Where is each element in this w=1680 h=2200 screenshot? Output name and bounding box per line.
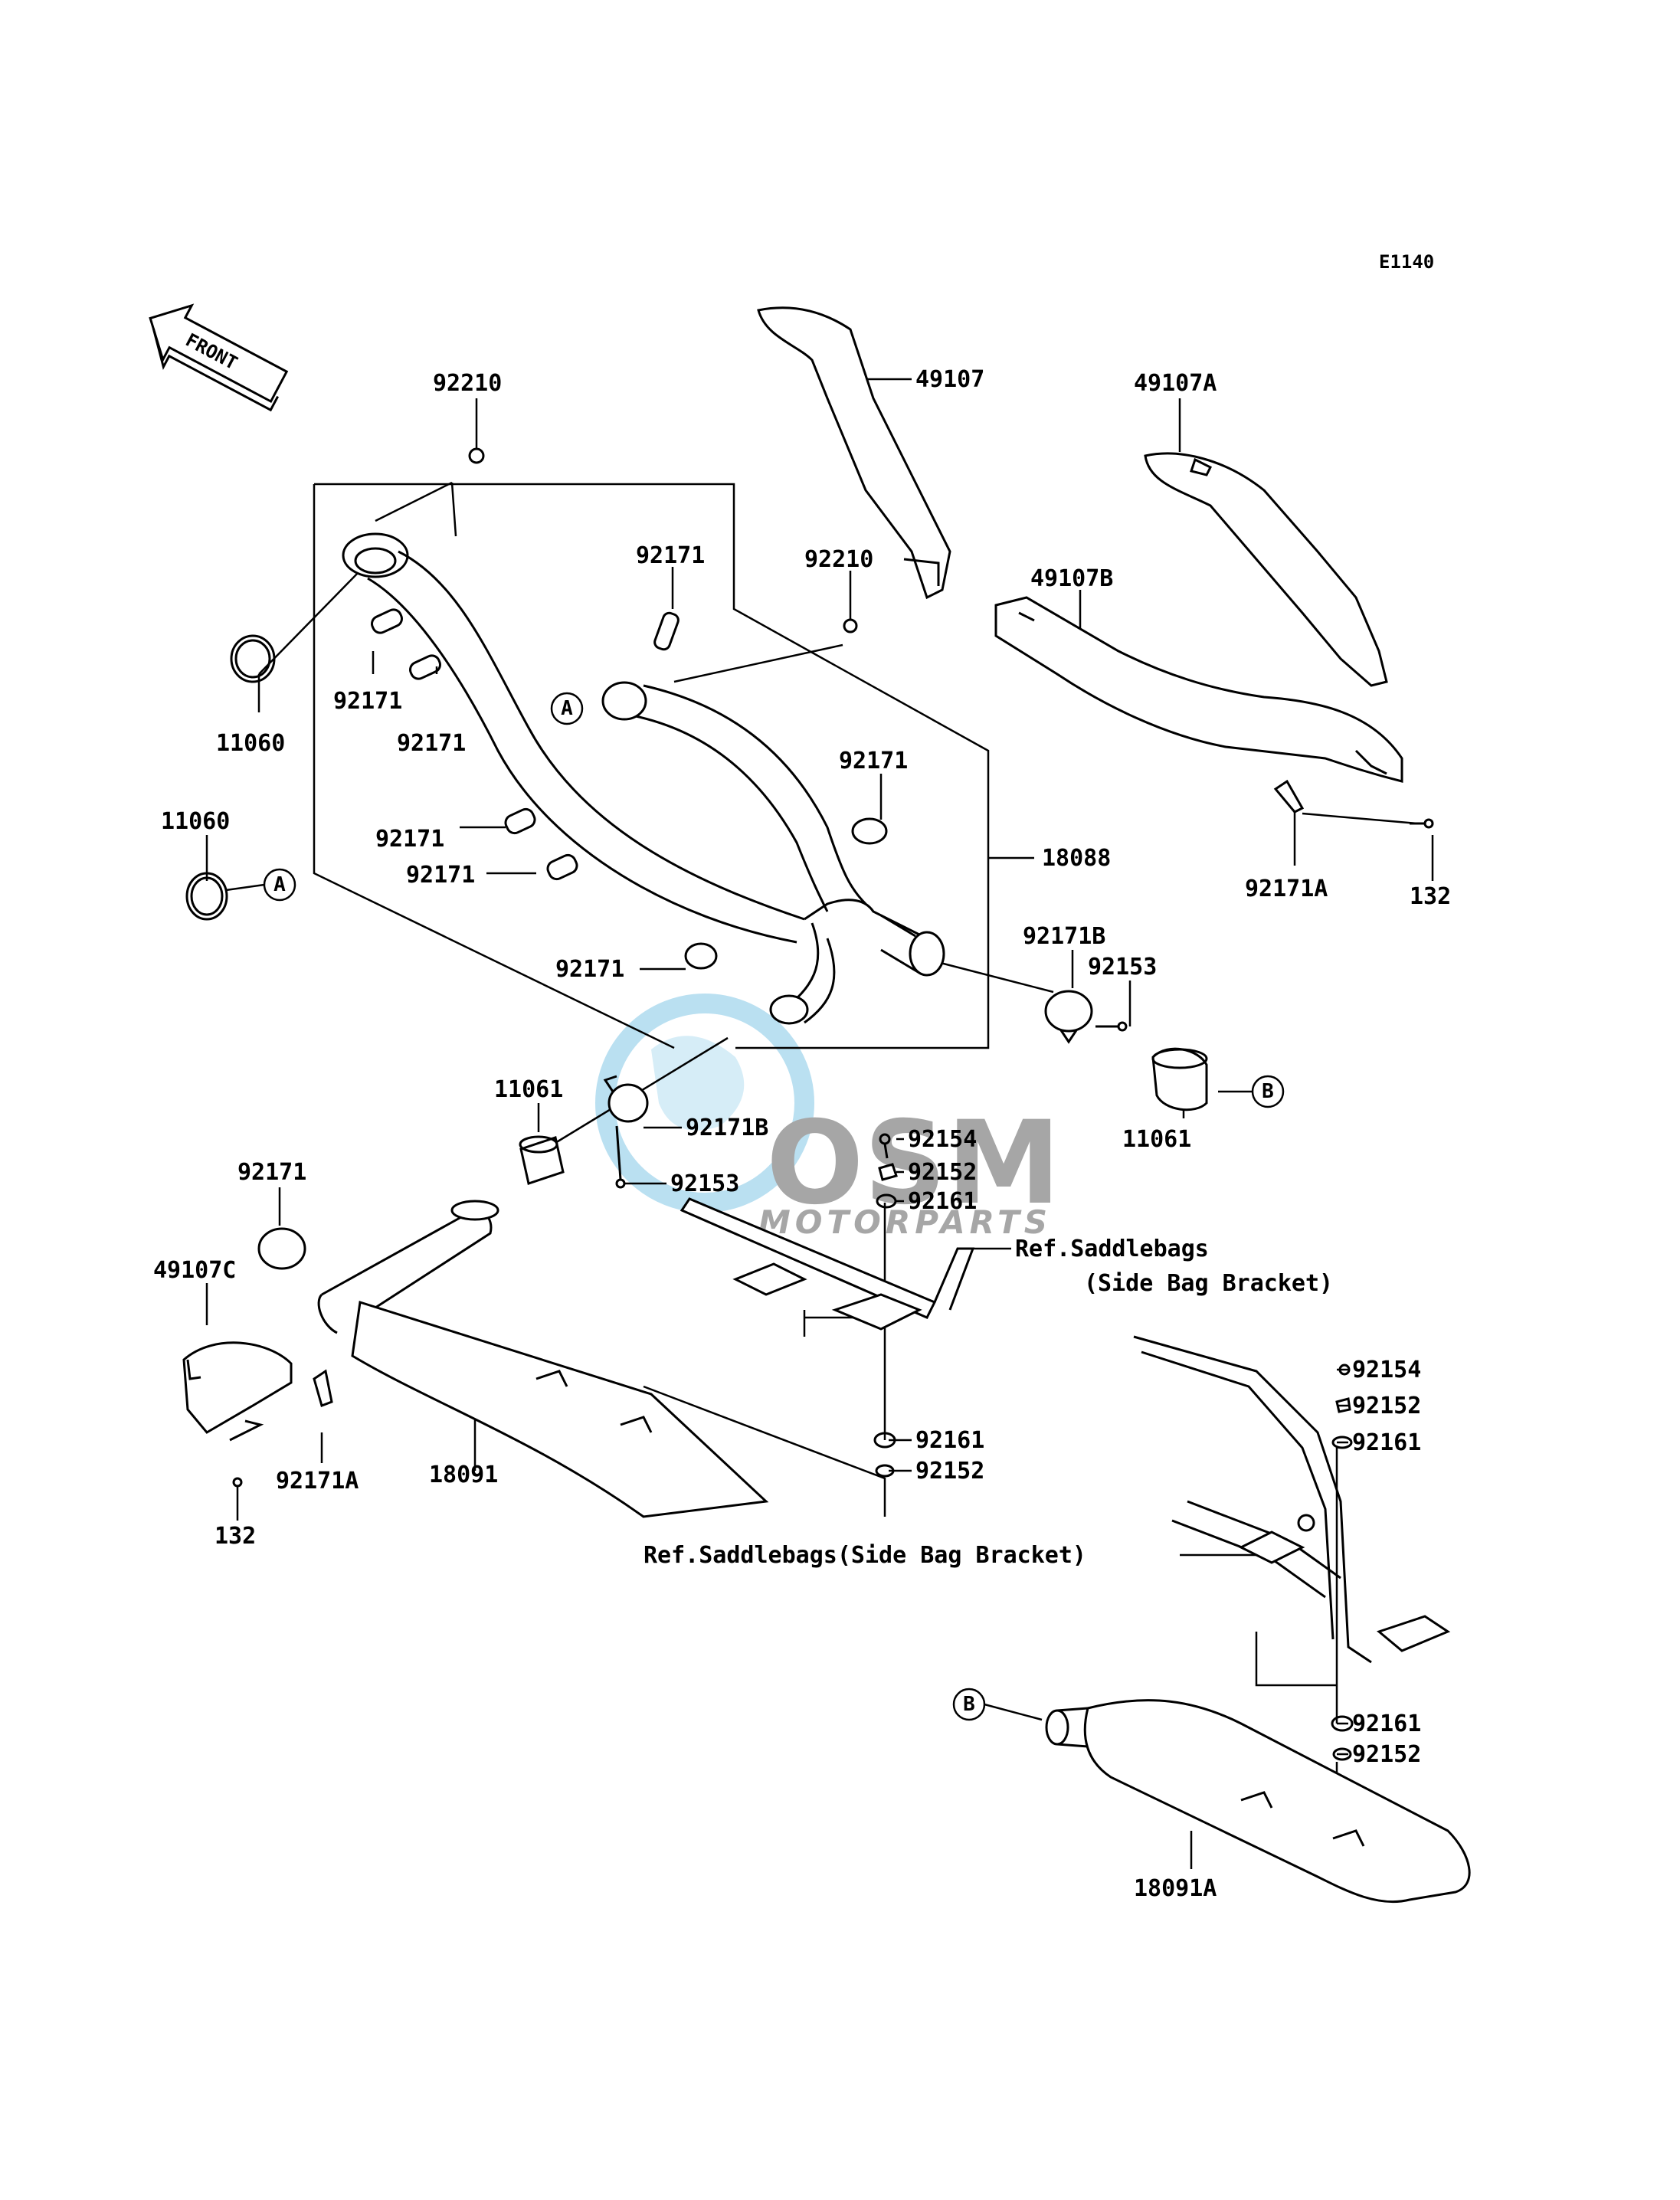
label-49107: 49107 xyxy=(915,366,984,393)
label-92153-1: 92153 xyxy=(1088,954,1157,981)
sleeve-11061-left-icon xyxy=(519,1135,565,1185)
label-ref-saddlebags-1: Ref.Saddlebags xyxy=(1015,1236,1209,1262)
label-18091: 18091 xyxy=(429,1462,498,1488)
muffler-18091-icon xyxy=(317,1200,769,1518)
label-92171-6: 92171 xyxy=(406,862,475,889)
label-11061-1: 11061 xyxy=(494,1076,563,1103)
gasket-icon xyxy=(185,634,276,921)
label-11060-1: 11060 xyxy=(216,730,285,757)
label-92154-1: 92154 xyxy=(908,1126,977,1153)
label-92171B-2: 92171B xyxy=(686,1115,768,1141)
label-92210-mid: 92210 xyxy=(804,546,873,573)
callout-b-1: B xyxy=(1251,1075,1285,1108)
callout-b-2: B xyxy=(952,1688,986,1721)
heat-cover-49107-icon xyxy=(757,306,951,600)
side-bag-bracket-2-icon xyxy=(1133,1335,1451,1664)
svg-text:A: A xyxy=(273,873,286,896)
label-92171-3: 92171 xyxy=(397,730,466,757)
muffler-18091A-icon xyxy=(1045,1699,1471,1904)
callout-a-1: A xyxy=(550,692,584,725)
sleeve-11061-right-icon xyxy=(1151,1047,1208,1111)
part-labels: 92210 49107 49107A 92171 92210 49107B 92… xyxy=(153,366,1451,1902)
side-bag-bracket-1-icon xyxy=(680,1197,975,1331)
label-132-2: 132 xyxy=(215,1523,256,1550)
label-92154-2: 92154 xyxy=(1352,1357,1421,1383)
heat-cover-49107C-icon xyxy=(182,1341,293,1434)
label-92152-1: 92152 xyxy=(908,1159,977,1186)
label-92153-2: 92153 xyxy=(670,1170,739,1197)
label-92152-4: 92152 xyxy=(1352,1741,1421,1768)
label-92152-3: 92152 xyxy=(915,1458,984,1485)
label-92171-1: 92171 xyxy=(636,542,705,569)
label-49107A: 49107A xyxy=(1134,370,1217,397)
label-92161-2: 92161 xyxy=(1352,1429,1421,1456)
label-92171B-1: 92171B xyxy=(1023,923,1105,950)
label-ref-saddlebags-1b: (Side Bag Bracket) xyxy=(1084,1270,1333,1297)
label-ref-saddlebags-2: Ref.Saddlebags(Side Bag Bracket) xyxy=(644,1542,1086,1569)
label-92171-2: 92171 xyxy=(333,688,402,715)
watermark: OSM MOTORPARTS xyxy=(595,994,1061,1241)
svg-text:A: A xyxy=(561,697,573,720)
label-11061-2: 11061 xyxy=(1122,1126,1191,1153)
heat-cover-49107A-icon xyxy=(1144,452,1388,687)
label-132-1: 132 xyxy=(1410,883,1451,910)
watermark-brand: OSM xyxy=(766,1097,1061,1230)
label-92171A-1: 92171A xyxy=(1245,876,1328,902)
exhaust-pipe-rear-icon xyxy=(601,681,945,1025)
label-92161-4: 92161 xyxy=(1352,1711,1421,1737)
parts-artwork xyxy=(182,306,1471,1904)
label-92171-5: 92171 xyxy=(375,826,444,853)
label-92161-1: 92161 xyxy=(908,1188,977,1215)
label-18091A: 18091A xyxy=(1134,1875,1217,1902)
label-11060-2: 11060 xyxy=(161,808,230,835)
watermark-sub: MOTORPARTS xyxy=(758,1203,1052,1241)
label-92171-8: 92171 xyxy=(237,1159,306,1186)
clamp-icon xyxy=(257,608,888,1270)
clamp-92171B-right-icon xyxy=(1044,990,1128,1044)
label-92161-3: 92161 xyxy=(915,1427,984,1454)
watermark-globe-icon xyxy=(595,994,814,1213)
front-arrow-icon: FRONT xyxy=(149,303,289,412)
diagram-code: E1140 xyxy=(1379,251,1434,273)
label-92171-7: 92171 xyxy=(555,956,624,983)
label-49107C: 49107C xyxy=(153,1257,236,1284)
svg-text:B: B xyxy=(963,1693,975,1716)
exhaust-pipe-front-icon xyxy=(342,532,805,944)
label-92171A-2: 92171A xyxy=(276,1468,359,1494)
label-92171-4: 92171 xyxy=(839,748,908,774)
label-92152-2: 92152 xyxy=(1352,1393,1421,1419)
svg-text:B: B xyxy=(1262,1080,1274,1103)
heat-cover-49107B-icon xyxy=(994,596,1403,783)
label-49107B: 49107B xyxy=(1030,565,1113,592)
label-18088: 18088 xyxy=(1042,845,1111,872)
label-92210-top: 92210 xyxy=(433,370,502,397)
callout-a-2: A xyxy=(263,868,296,902)
